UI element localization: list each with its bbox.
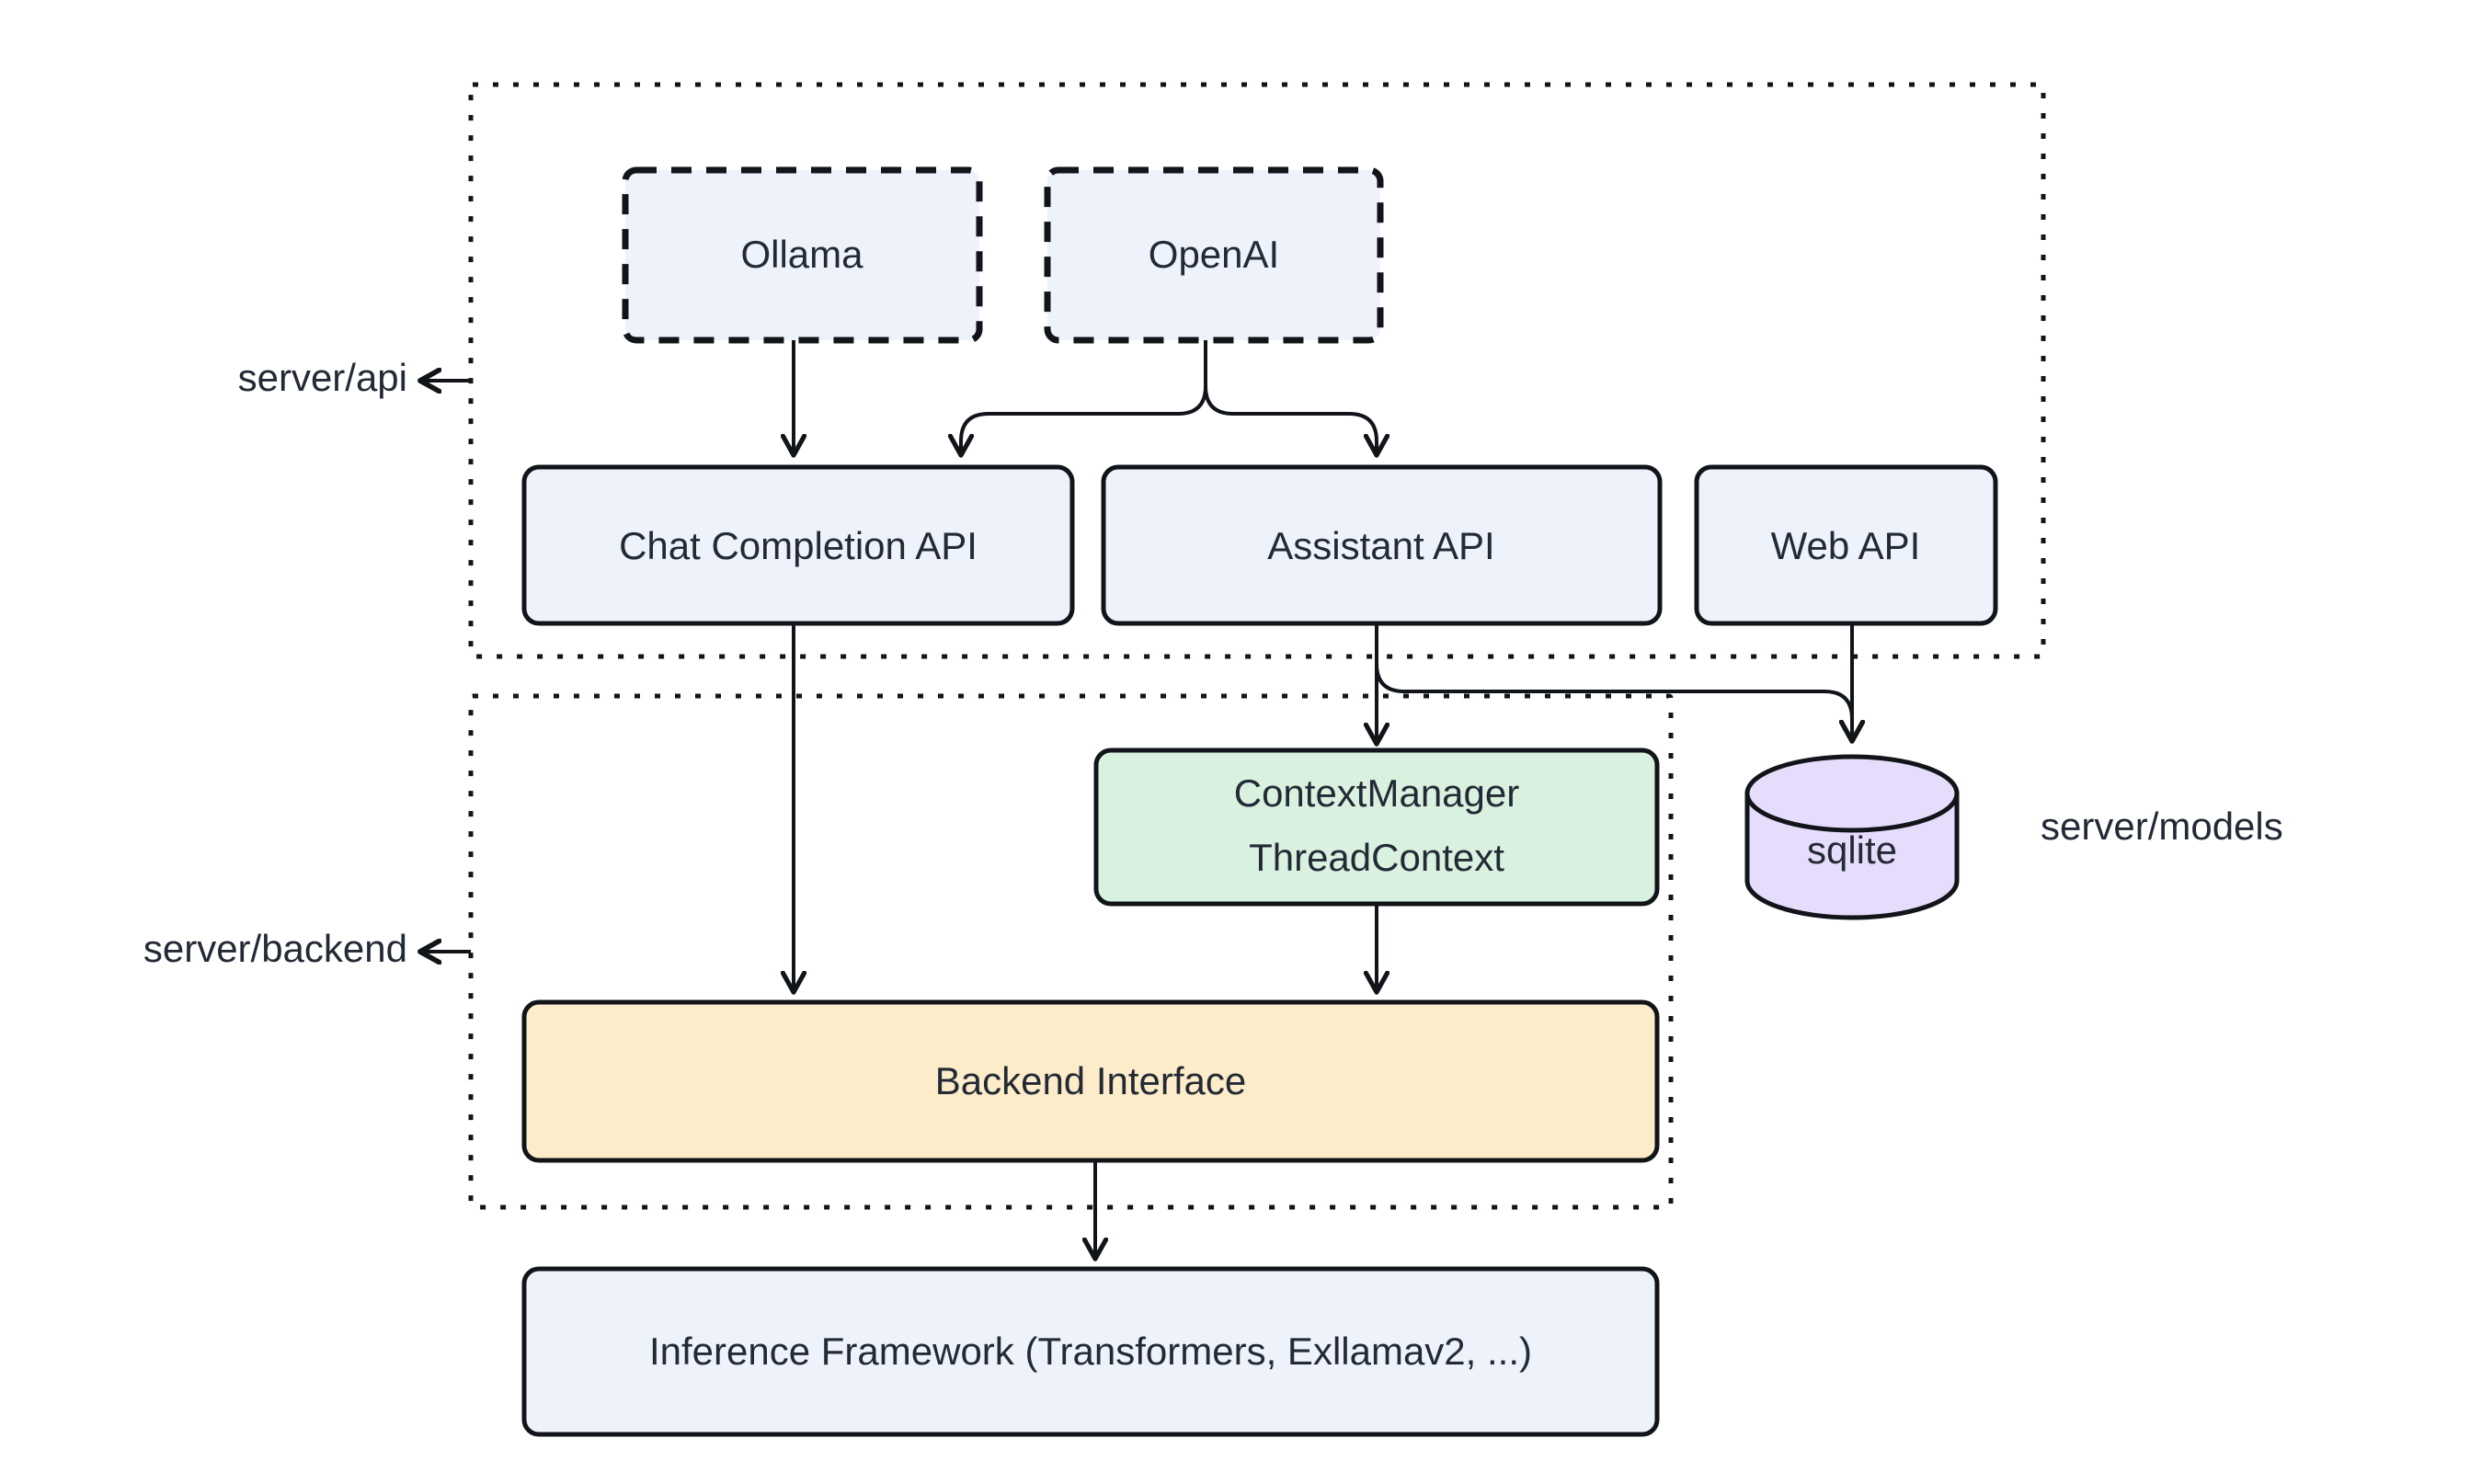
edge-openai-to-assistant-api [1204,340,1377,454]
node-sqlite[interactable]: sqlite [1744,754,1960,920]
node-backend-interface[interactable]: Backend Interface [521,999,1660,1163]
group-container-server-backend [468,693,1674,1210]
group-label-server-backend: server/backend [143,927,407,970]
node-context-manager-label-line2: ThreadContext [1249,836,1504,879]
group-label-server-models: server/models [2041,805,2283,848]
node-context-manager-label-line1: ContextManager [1234,771,1520,815]
node-ollama-label: Ollama [740,233,863,276]
edge-assistant-api-to-sqlite [1375,663,1852,740]
node-web-api[interactable]: Web API [1694,464,1998,626]
node-web-api-label: Web API [1771,524,1921,567]
node-openai-label: OpenAI [1149,233,1279,276]
node-chat-completion-api[interactable]: Chat Completion API [521,464,1075,626]
node-ollama[interactable]: Ollama [622,166,983,344]
node-context-manager[interactable]: ContextManager ThreadContext [1093,748,1660,907]
node-openai[interactable]: OpenAI [1044,166,1384,344]
edge-openai-to-chat-completion-api [961,340,1207,454]
node-backend-interface-label: Backend Interface [935,1059,1247,1102]
group-label-server-api: server/api [238,356,407,399]
node-inference-framework[interactable]: Inference Framework (Transformers, Exlla… [521,1266,1660,1437]
node-inference-framework-label: Inference Framework (Transformers, Exlla… [649,1330,1532,1373]
node-assistant-api-label: Assistant API [1267,524,1494,567]
node-sqlite-label: sqlite [1807,828,1897,872]
node-assistant-api[interactable]: Assistant API [1101,464,1663,626]
node-chat-completion-api-label: Chat Completion API [619,524,978,567]
